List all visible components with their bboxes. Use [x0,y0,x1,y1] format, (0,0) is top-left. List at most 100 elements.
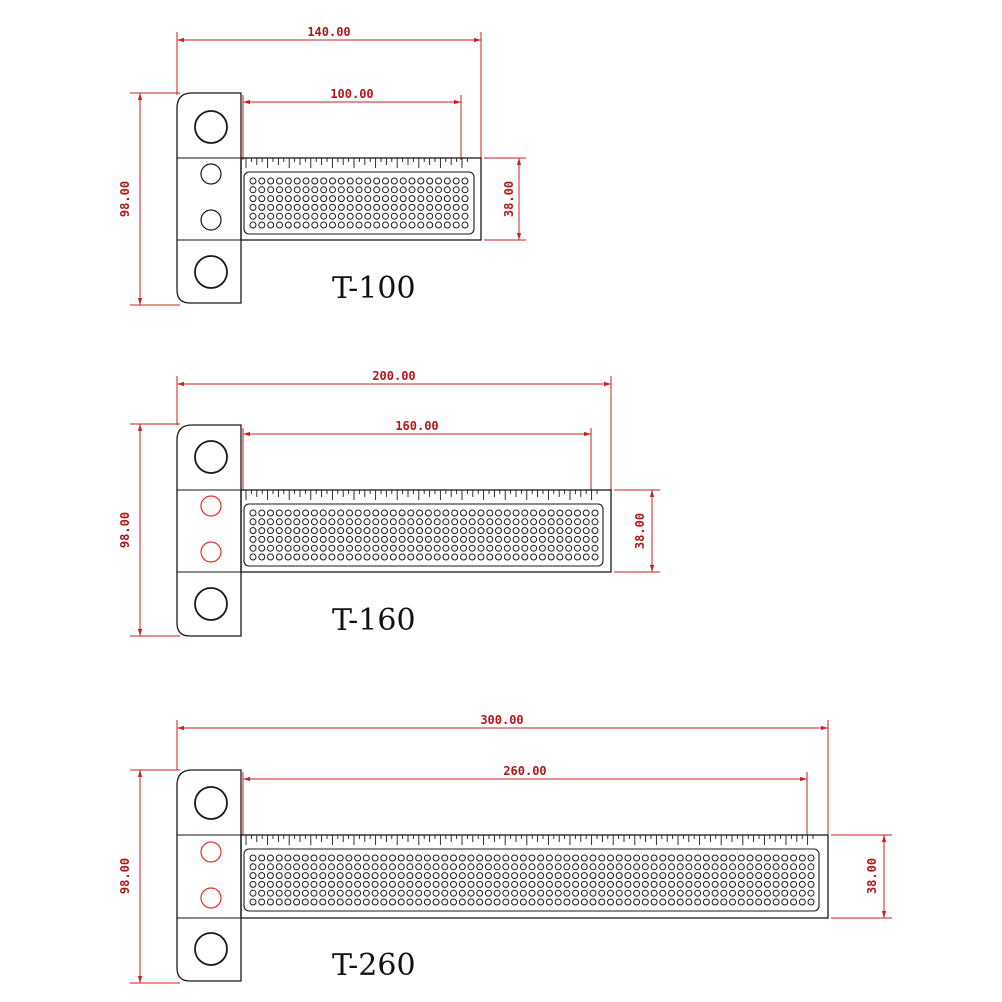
marking-hole [477,518,485,526]
marking-hole [685,898,693,906]
marking-hole [399,177,407,185]
marking-hole [276,186,283,194]
marking-hole [807,863,815,871]
marking-hole [807,854,815,862]
marking-hole [399,195,407,203]
marking-hole [355,221,363,229]
marking-hole [435,212,442,220]
scale-ticks [245,490,598,500]
marking-hole [580,854,588,862]
marking-hole [668,863,675,871]
marking-hole [755,854,763,862]
marking-hole [417,177,425,185]
marking-hole [746,898,754,906]
marking-hole [468,518,476,526]
marking-hole [633,889,641,897]
marking-hole [249,889,257,897]
marking-hole [537,880,545,888]
marking-hole [398,518,406,526]
marking-hole [720,872,728,880]
marking-hole [423,898,431,906]
marking-hole [530,553,538,561]
marking-hole [729,889,736,897]
marking-hole [763,898,771,906]
marking-hole [408,221,416,229]
marking-hole [607,889,614,897]
marking-hole [565,518,573,526]
marking-hole [442,518,450,526]
marking-hole [320,212,328,220]
overall-length-dimension: 200.00 [176,369,612,490]
marking-hole [329,195,336,203]
marking-hole [310,553,318,561]
marking-hole [641,872,649,880]
marking-hole [354,544,362,552]
marking-hole [574,553,581,561]
marking-hole [685,872,693,880]
marking-hole [538,518,546,526]
marking-hole [276,195,283,203]
marking-hole [373,186,381,194]
marking-hole [390,203,398,211]
marking-hole [398,544,406,552]
marking-hole [433,518,441,526]
marking-hole [328,880,335,888]
marking-hole [458,854,466,862]
marking-hole [737,898,745,906]
marking-hole [346,186,354,194]
marking-hole [408,195,416,203]
marking-hole [556,544,564,552]
marking-hole [493,854,501,862]
marking-hole [772,863,780,871]
marking-hole [502,872,510,880]
marking-hole [364,221,372,229]
marking-hole [461,203,469,211]
marking-hole [382,221,389,229]
marking-hole [512,527,520,535]
marking-hole [363,553,371,561]
marking-hole [737,889,745,897]
marking-hole [406,898,414,906]
marking-hole [798,863,806,871]
marking-hole [432,872,440,880]
marking-hole [458,880,466,888]
marking-hole [329,203,336,211]
marking-hole [711,889,719,897]
marking-hole [591,544,599,552]
marking-hole [346,544,353,552]
marking-hole [381,518,388,526]
marking-hole [284,186,292,194]
marking-hole [337,518,345,526]
marking-hole [354,880,362,888]
marking-hole [443,177,451,185]
marking-hole [329,186,336,194]
marking-hole [512,535,520,543]
marking-hole [528,854,536,862]
pin-hole-lower [200,887,222,909]
marking-hole [346,509,353,517]
marking-hole [424,518,432,526]
marking-hole [694,889,702,897]
marking-hole [572,872,580,880]
marking-hole [293,203,301,211]
marking-hole [486,553,494,561]
marking-hole [598,889,606,897]
marking-hole [650,898,658,906]
marking-hole [528,898,536,906]
marking-hole [545,880,553,888]
marking-hole [258,177,266,185]
marking-hole [537,898,545,906]
marking-hole [451,509,459,517]
marking-hole [372,535,380,543]
marking-hole [737,863,745,871]
marking-hole [607,898,614,906]
marking-hole [337,509,345,517]
marking-hole [337,544,345,552]
marking-hole [711,863,719,871]
marking-hole [337,203,345,211]
marking-hole [249,186,257,194]
marking-hole [275,509,283,517]
marking-hole [790,872,798,880]
marking-hole [267,203,275,211]
marking-hole [511,872,519,880]
